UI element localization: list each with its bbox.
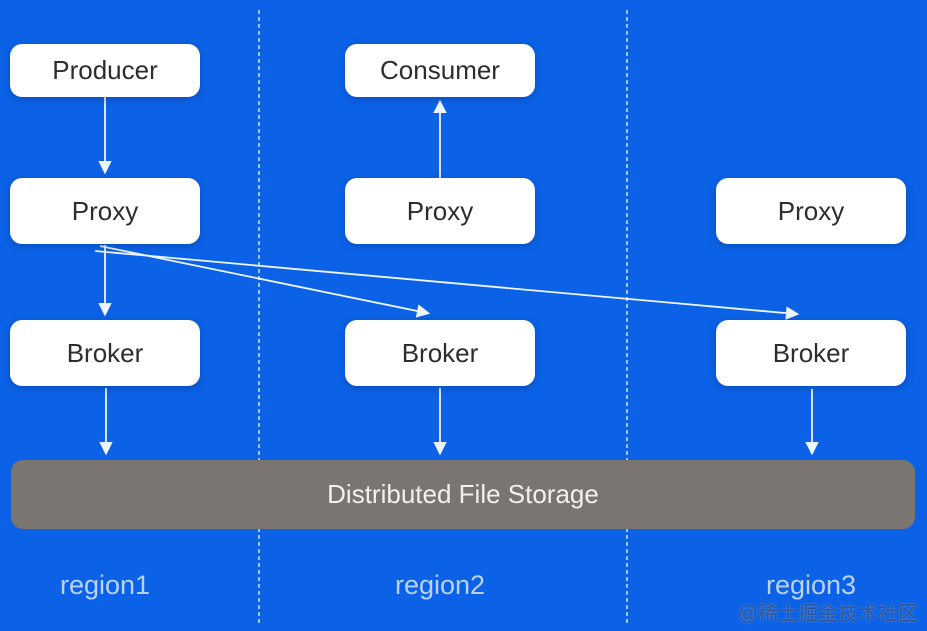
node-proxy-region2: Proxy (345, 178, 535, 244)
region2-label: region2 (394, 570, 486, 600)
node-broker-region2-label: Broker (401, 337, 479, 368)
node-distributed-file-storage: Distributed File Storage (11, 460, 915, 529)
region-divider-line-1 (258, 10, 260, 625)
storage-label: Distributed File Storage (327, 479, 599, 509)
node-proxy-region3: Proxy (716, 178, 906, 244)
edge-proxy1-to-broker3 (94, 250, 800, 320)
region-divider-line-2 (626, 10, 628, 625)
node-consumer-label: Consumer (380, 55, 500, 85)
node-proxy-region3-label: Proxy (777, 195, 845, 226)
node-broker-region2: Broker (345, 320, 535, 386)
node-broker-region3: Broker (716, 320, 906, 386)
node-broker-region3-label: Broker (772, 337, 850, 368)
node-proxy-region1: Proxy (10, 178, 200, 244)
node-consumer: Consumer (345, 44, 535, 97)
node-producer-label: Producer (52, 55, 158, 85)
node-broker-region1-label: Broker (66, 337, 144, 368)
node-proxy-region2-label: Proxy (406, 195, 474, 226)
juejin-watermark: @稀土掘金技术社区 (737, 603, 918, 625)
region1-label: region1 (59, 570, 151, 600)
node-producer: Producer (10, 44, 200, 97)
region3-label: region3 (765, 570, 857, 600)
node-broker-region1: Broker (10, 320, 200, 386)
node-proxy-region1-label: Proxy (71, 195, 139, 226)
